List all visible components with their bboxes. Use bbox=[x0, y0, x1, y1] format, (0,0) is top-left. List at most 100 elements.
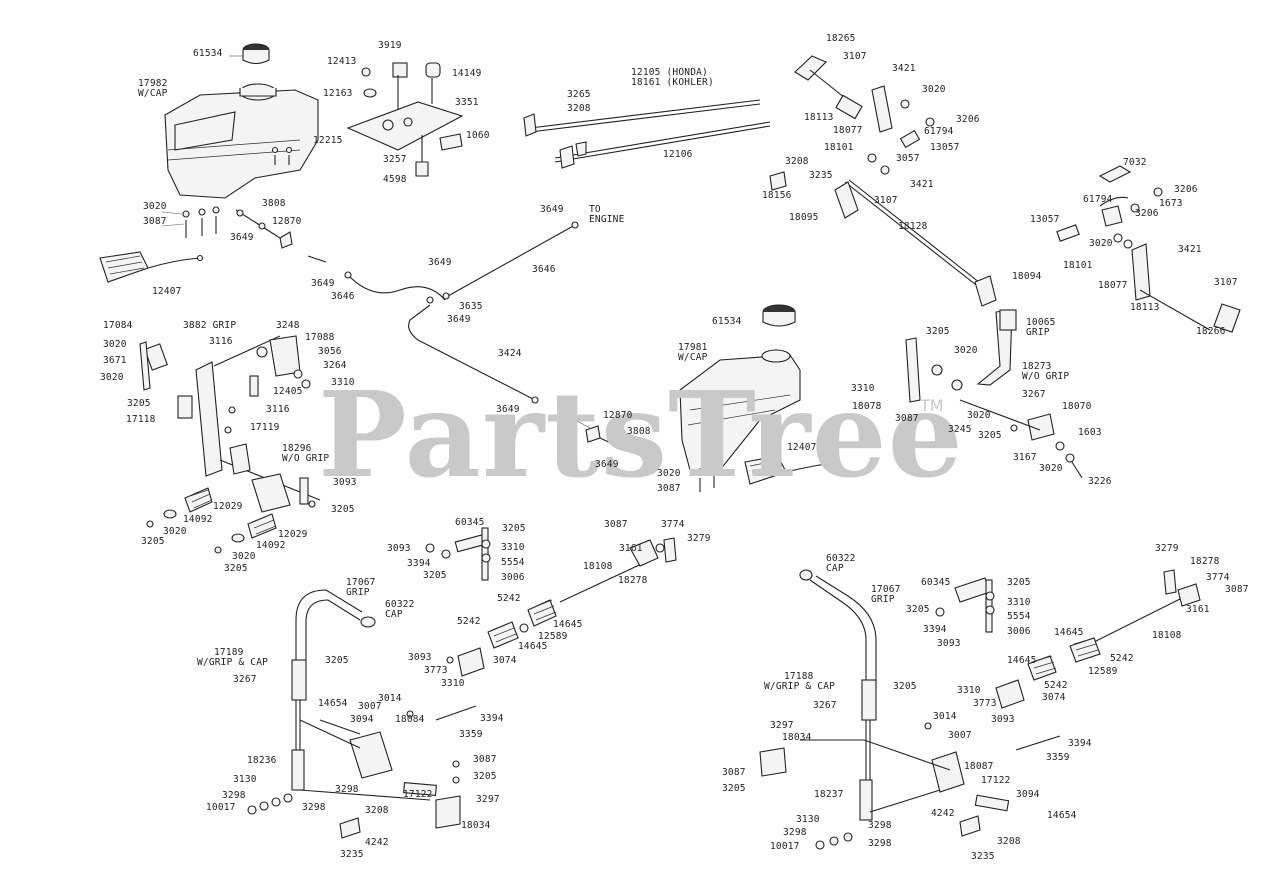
part-number-label: 10017 bbox=[206, 802, 236, 813]
part-number-label: 18296 bbox=[282, 443, 312, 454]
part-number-label: 3205 bbox=[893, 681, 917, 692]
part-number-label: 3087 bbox=[657, 483, 681, 494]
part-number-label: 14645 bbox=[1007, 655, 1037, 666]
part-number-label: 18034 bbox=[461, 820, 491, 831]
part-number-label: 3020 bbox=[100, 372, 124, 383]
part-number-label: 12870 bbox=[272, 216, 302, 227]
part-number-label: 3298 bbox=[302, 802, 326, 813]
part-number-label: 3107 bbox=[843, 51, 867, 62]
part-number-label: 3074 bbox=[493, 655, 517, 666]
fuel-tank-right bbox=[585, 304, 801, 492]
part-number-label: GRIP bbox=[346, 587, 370, 598]
part-number-label: 1673 bbox=[1159, 198, 1183, 209]
part-number-label: 3161 bbox=[619, 543, 643, 554]
part-number-label: 3205 bbox=[502, 523, 526, 534]
brake-linkage-top-right bbox=[769, 55, 1241, 333]
part-number-label: 3646 bbox=[331, 291, 355, 302]
part-number-label: 3649 bbox=[595, 459, 619, 470]
part-number-label: 17189 bbox=[214, 647, 244, 658]
part-number-label: 18278 bbox=[1190, 556, 1220, 567]
control-assembly-left bbox=[139, 335, 321, 554]
part-number-label: 3773 bbox=[424, 665, 448, 676]
part-number-label: 61794 bbox=[1083, 194, 1113, 205]
part-number-label: 18078 bbox=[852, 401, 882, 412]
part-number-label: 3020 bbox=[143, 201, 167, 212]
part-number-label: 3161 bbox=[1186, 604, 1210, 615]
part-number-label: 3310 bbox=[851, 383, 875, 394]
part-number-label: 12407 bbox=[787, 442, 817, 453]
part-number-label: 18278 bbox=[618, 575, 648, 586]
part-number-label: 3421 bbox=[910, 179, 934, 190]
part-number-label: 3206 bbox=[956, 114, 980, 125]
part-number-label: 3206 bbox=[1135, 208, 1159, 219]
part-number-label: 3205 bbox=[722, 783, 746, 794]
part-number-label: 17084 bbox=[103, 320, 133, 331]
part-number-label: 3248 bbox=[276, 320, 300, 331]
part-number-label: 3919 bbox=[378, 40, 402, 51]
partstree-watermark: PartsTree bbox=[318, 365, 964, 504]
part-number-label: 3205 bbox=[141, 536, 165, 547]
part-number-label: 1060 bbox=[466, 130, 490, 141]
part-number-label: 3020 bbox=[103, 339, 127, 350]
part-number-label: 3205 bbox=[331, 504, 355, 515]
part-number-label: 12029 bbox=[278, 529, 308, 540]
part-number-label: 18265 bbox=[826, 33, 856, 44]
part-number-label: 3020 bbox=[163, 526, 187, 537]
part-number-label: 3394 bbox=[923, 624, 947, 635]
fuel-tank-left bbox=[164, 43, 319, 199]
part-number-label: 12215 bbox=[313, 135, 343, 146]
part-number-label: 14654 bbox=[1047, 810, 1077, 821]
part-number-label: 13057 bbox=[1030, 214, 1060, 225]
part-number-label: 3167 bbox=[1013, 452, 1037, 463]
part-number-label: 3310 bbox=[331, 377, 355, 388]
part-number-label: 3206 bbox=[1174, 184, 1198, 195]
part-number-label: 3020 bbox=[1039, 463, 1063, 474]
part-number-label: 18156 bbox=[762, 190, 792, 201]
part-number-label: 12106 bbox=[663, 149, 693, 160]
part-number-label: 3074 bbox=[1042, 692, 1066, 703]
part-number-label: 18236 bbox=[247, 755, 277, 766]
part-number-label: 3020 bbox=[922, 84, 946, 95]
throttle-cables-top bbox=[523, 99, 771, 169]
part-number-label: 3208 bbox=[365, 805, 389, 816]
part-number-label: 3649 bbox=[311, 278, 335, 289]
part-number-label: 3093 bbox=[991, 714, 1015, 725]
part-number-label: 1603 bbox=[1078, 427, 1102, 438]
part-number-label: 60322 bbox=[385, 599, 415, 610]
part-number-label: 61534 bbox=[712, 316, 742, 327]
part-number-label: 3298 bbox=[222, 790, 246, 801]
part-number-label: 18108 bbox=[1152, 630, 1182, 641]
trademark-symbol: TM bbox=[920, 396, 944, 415]
part-number-label: 3205 bbox=[926, 326, 950, 337]
part-number-label: 3007 bbox=[948, 730, 972, 741]
part-number-label: 3635 bbox=[459, 301, 483, 312]
part-number-label: 3359 bbox=[1046, 752, 1070, 763]
part-number-label: 3671 bbox=[103, 355, 127, 366]
part-number-label: 17067 bbox=[871, 584, 901, 595]
part-number-label: 18237 bbox=[814, 789, 844, 800]
part-number-label: 3649 bbox=[447, 314, 471, 325]
part-number-label: 3310 bbox=[501, 542, 525, 553]
part-number-label: 17122 bbox=[403, 789, 433, 800]
part-number-label: 3267 bbox=[233, 674, 257, 685]
part-number-label: 3774 bbox=[661, 519, 685, 530]
part-number-label: 3235 bbox=[971, 851, 995, 862]
part-number-label: 18087 bbox=[964, 761, 994, 772]
part-number-label: 3020 bbox=[657, 468, 681, 479]
part-number-label: 3351 bbox=[455, 97, 479, 108]
part-number-label: 3808 bbox=[262, 198, 286, 209]
part-number-label: W/CAP bbox=[678, 352, 708, 363]
part-number-label: 3020 bbox=[954, 345, 978, 356]
part-number-label: TO bbox=[589, 204, 601, 215]
part-number-label: 17118 bbox=[126, 414, 156, 425]
part-number-label: W/O GRIP bbox=[1022, 371, 1070, 382]
part-number-label: 3094 bbox=[1016, 789, 1040, 800]
part-number-label: W/GRIP & CAP bbox=[197, 657, 269, 668]
part-number-label: 7032 bbox=[1123, 157, 1147, 168]
part-number-label: 3093 bbox=[333, 477, 357, 488]
part-number-label: 5242 bbox=[457, 616, 481, 627]
part-number-label: 3235 bbox=[340, 849, 364, 860]
part-number-label: 3107 bbox=[1214, 277, 1238, 288]
